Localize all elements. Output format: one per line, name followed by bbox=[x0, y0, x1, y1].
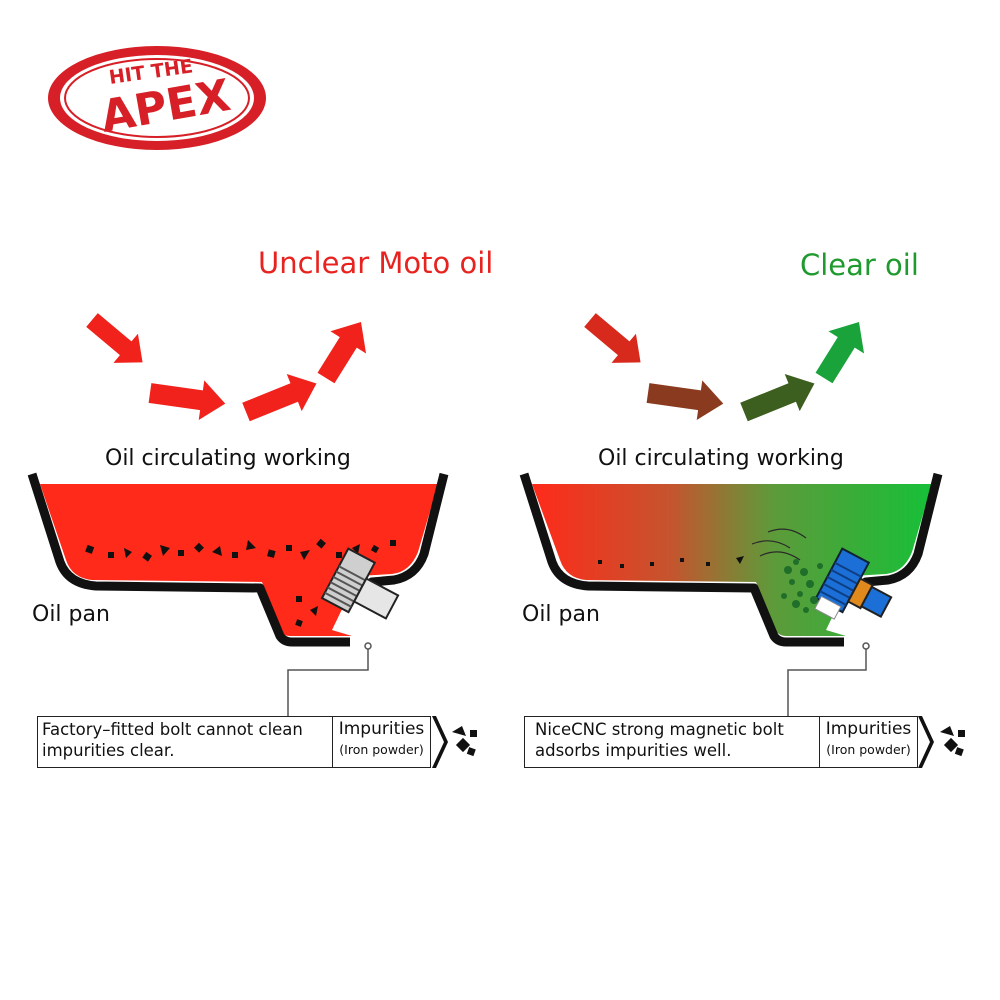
left-impurities-sub: (Iron powder) bbox=[339, 742, 424, 757]
left-note-text: Factory–fitted bolt cannot clean impurit… bbox=[38, 717, 333, 767]
hit-the-apex-logo: HIT THE APEX bbox=[48, 46, 266, 150]
arrow-3 bbox=[740, 373, 815, 422]
right-oil-pan-label: Oil pan bbox=[522, 602, 600, 627]
arrow-4 bbox=[317, 322, 367, 384]
right-flow-caption: Oil circulating working bbox=[598, 446, 844, 471]
flow-swirls bbox=[751, 528, 807, 561]
left-flow-caption: Oil circulating working bbox=[105, 446, 351, 471]
left-oil-pan-label: Oil pan bbox=[32, 602, 110, 627]
arrow-2 bbox=[148, 380, 226, 421]
left-impurities-title: Impurities bbox=[338, 719, 425, 739]
right-impurity-icon bbox=[918, 716, 965, 768]
arrow-3 bbox=[242, 373, 317, 422]
arrow-4 bbox=[815, 322, 865, 384]
left-note-line-2: impurities clear. bbox=[42, 741, 175, 760]
left-impurities-cell: Impurities (Iron powder) bbox=[333, 717, 430, 767]
right-note-line-2: adsorbs impurities well. bbox=[535, 741, 732, 760]
unclear-oil-heading: Unclear Moto oil bbox=[258, 246, 494, 280]
right-impurities-sub: (Iron powder) bbox=[826, 742, 911, 757]
factory-bolt bbox=[320, 547, 400, 620]
right-impurities-title: Impurities bbox=[825, 719, 912, 739]
right-note-text: NiceCNC strong magnetic bolt adsorbs imp… bbox=[525, 717, 820, 767]
left-note-box: Factory–fitted bolt cannot clean impurit… bbox=[37, 716, 431, 768]
arrow-1 bbox=[86, 313, 143, 363]
left-oil-pan bbox=[27, 472, 449, 716]
left-flow-arrows bbox=[86, 313, 367, 422]
right-note-line-1: NiceCNC strong magnetic bolt bbox=[535, 720, 784, 739]
captured-impurities bbox=[781, 559, 823, 613]
left-note-line-1: Factory–fitted bolt cannot clean bbox=[42, 720, 303, 739]
iron-particles bbox=[598, 556, 744, 568]
right-impurities-cell: Impurities (Iron powder) bbox=[820, 717, 917, 767]
right-note-box: NiceCNC strong magnetic bolt adsorbs imp… bbox=[524, 716, 918, 768]
arrow-2 bbox=[646, 380, 724, 421]
right-oil-pan bbox=[519, 472, 943, 716]
arrow-1 bbox=[584, 313, 641, 363]
magnetic-bolt bbox=[814, 547, 893, 620]
right-flow-arrows bbox=[584, 313, 865, 422]
left-impurity-icon bbox=[432, 716, 477, 768]
clear-oil-heading: Clear oil bbox=[800, 248, 919, 282]
